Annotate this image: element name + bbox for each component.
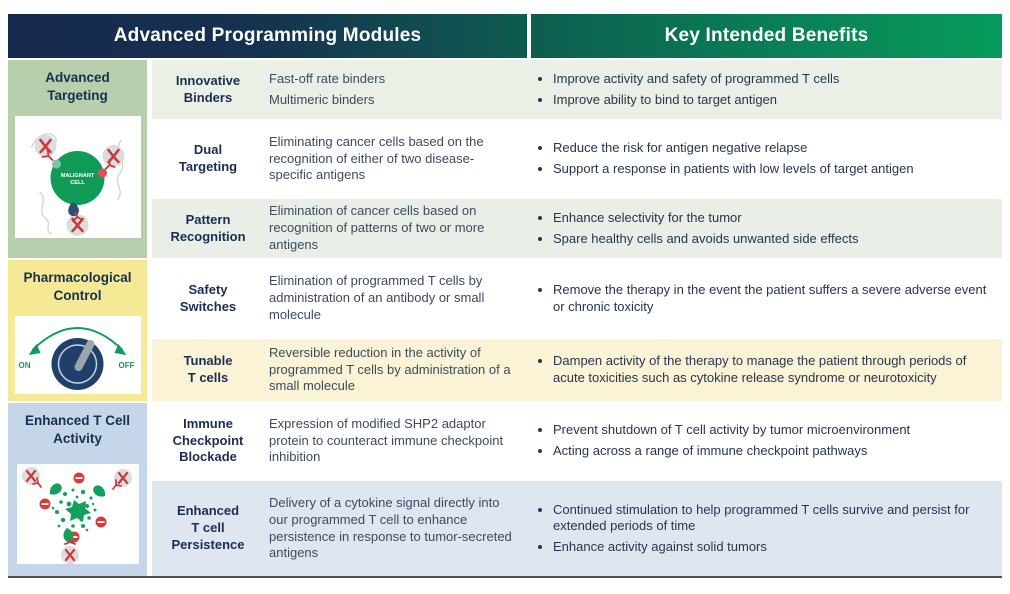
dial-off-label: OFF	[118, 361, 134, 370]
module-name-line: T cells	[187, 370, 229, 385]
module-name-line: Tunable	[183, 353, 233, 369]
module-name: Tunable T cells	[152, 339, 264, 401]
row-safety-switches: Safety Switches Elimination of programme…	[152, 260, 1002, 337]
module-name: Immune Checkpoint Blockade	[152, 403, 264, 479]
benefit-item: Dampen activity of the therapy to manage…	[553, 353, 992, 386]
benefits-cell: Prevent shutdown of T cell activity by t…	[526, 403, 1002, 479]
module-name: Dual Targeting	[152, 121, 264, 197]
dial-on-label: ON	[18, 361, 30, 370]
module-name-line: Recognition	[170, 228, 246, 244]
category-title: Pharmacological Control	[23, 269, 131, 304]
module-name-line: Persistence	[171, 536, 245, 552]
category-title-line: Targeting	[47, 87, 108, 103]
category-title-line: Activity	[53, 430, 102, 446]
description-text: Elimination of cancer cells based on rec…	[269, 203, 485, 252]
category-title: Enhanced T Cell Activity	[25, 412, 130, 447]
module-description: Elimination of cancer cells based on rec…	[264, 199, 526, 258]
module-name-line: Targeting	[178, 159, 238, 174]
benefits-cell: Improve activity and safety of programme…	[526, 60, 1002, 119]
category-title-line: Enhanced T Cell	[24, 413, 131, 428]
benefit-item: Support a response in patients with low …	[553, 161, 914, 178]
row-pattern-recognition: Pattern Recognition Elimination of cance…	[152, 197, 1002, 258]
module-name-line: Enhanced	[176, 503, 240, 519]
module-name-line: Safety	[188, 281, 228, 297]
benefits-cell: Continued stimulation to help programmed…	[526, 481, 1002, 576]
section-pharmacological-control: Pharmacological Control ON OFF	[8, 258, 1002, 401]
row-tunable-t-cells: Tunable T cells Reversible reduction in …	[152, 337, 1002, 401]
benefits-cell: Reduce the risk for antigen negative rel…	[526, 121, 1002, 197]
module-name-line: Innovative	[175, 72, 241, 88]
module-name: Pattern Recognition	[152, 199, 264, 258]
description-text: Expression of modified SHP2 adaptor prot…	[269, 415, 504, 465]
benefits-cell: Remove the therapy in the event the pati…	[526, 260, 1002, 337]
module-description: Fast-off rate binders Multimeric binders	[264, 60, 526, 119]
category-advanced-targeting: Advanced Targeting	[8, 60, 152, 258]
module-description: Reversible reduction in the activity of …	[264, 339, 526, 401]
dial-icon: ON OFF	[15, 316, 140, 395]
section-rows: Innovative Binders Fast-off rate binders…	[152, 60, 1002, 258]
module-name-line: Dual	[193, 142, 223, 158]
benefit-item: Acting across a range of immune checkpoi…	[553, 443, 910, 460]
module-name-line: Blockade	[179, 449, 237, 465]
category-title: Advanced Targeting	[45, 69, 110, 104]
category-title-line: Advanced	[45, 70, 110, 85]
section-advanced-targeting: Advanced Targeting	[8, 58, 1002, 258]
malignant-cell-label-2: CELL	[70, 180, 85, 186]
benefit-item: Improve activity and safety of programme…	[553, 71, 839, 88]
module-description: Elimination of programmed T cells by adm…	[264, 260, 526, 337]
benefit-item: Spare healthy cells and avoids unwanted …	[553, 231, 858, 248]
benefit-item: Remove the therapy in the event the pati…	[553, 282, 992, 315]
header-modules-title: Advanced Programming Modules	[113, 25, 422, 46]
description-text: Reversible reduction in the activity of …	[269, 344, 511, 394]
t-cell-activity-illustration	[16, 464, 139, 565]
benefit-item: Reduce the risk for antigen negative rel…	[553, 140, 914, 157]
module-name-line: Switches	[179, 298, 237, 314]
category-title-line: Pharmacological	[23, 270, 132, 285]
section-rows: Safety Switches Elimination of programme…	[152, 260, 1002, 401]
description-text: Elimination of programmed T cells by adm…	[269, 273, 485, 322]
description-text: Delivery of a cytokine signal directly i…	[269, 494, 512, 561]
module-name-line: Pattern	[185, 211, 231, 227]
header-divider	[527, 14, 531, 58]
description-line: Fast-off rate binders	[269, 70, 386, 86]
category-enhanced-t-cell-activity: Enhanced T Cell Activity	[8, 403, 152, 576]
row-enhanced-t-cell-persistence: Enhanced T cell Persistence Delivery of …	[152, 479, 1002, 576]
benefit-item: Enhance activity against solid tumors	[553, 539, 992, 556]
module-description: Eliminating cancer cells based on the re…	[264, 121, 526, 197]
description-text: Eliminating cancer cells based on the re…	[269, 133, 484, 183]
module-name-line: Checkpoint	[172, 432, 244, 448]
t-cell-activity-icon	[16, 464, 139, 565]
benefits-cell: Enhance selectivity for the tumor Spare …	[526, 199, 1002, 258]
category-title-line: Control	[53, 287, 102, 303]
modules-benefits-table: Advanced Programming Modules Key Intende…	[8, 14, 1002, 578]
malignant-cell-icon: MALIGNANT CELL	[15, 116, 140, 239]
section-enhanced-t-cell-activity: Enhanced T Cell Activity	[8, 401, 1002, 576]
module-description: Expression of modified SHP2 adaptor prot…	[264, 403, 526, 479]
benefit-item: Improve ability to bind to target antige…	[553, 92, 839, 109]
module-name: Innovative Binders	[152, 60, 264, 119]
table-header: Advanced Programming Modules Key Intende…	[8, 14, 1002, 58]
row-innovative-binders: Innovative Binders Fast-off rate binders…	[152, 60, 1002, 119]
module-name: Enhanced T cell Persistence	[152, 481, 264, 576]
module-name-line: Immune	[183, 415, 233, 431]
benefit-item: Prevent shutdown of T cell activity by t…	[553, 422, 910, 439]
module-name: Safety Switches	[152, 260, 264, 337]
section-rows: Immune Checkpoint Blockade Expression of…	[152, 403, 1002, 576]
module-name-line: Binders	[183, 89, 233, 105]
malignant-cell-label-1: MALIGNANT	[60, 173, 94, 179]
on-off-dial-illustration: ON OFF	[14, 316, 141, 395]
header-benefits-title: Key Intended Benefits	[664, 25, 869, 46]
benefits-cell: Dampen activity of the therapy to manage…	[526, 339, 1002, 401]
malignant-cell-illustration: MALIGNANT CELL	[14, 116, 141, 239]
benefit-item: Enhance selectivity for the tumor	[553, 210, 858, 227]
module-description: Delivery of a cytokine signal directly i…	[264, 481, 526, 576]
module-name-line: T cell	[191, 520, 225, 536]
category-pharmacological-control: Pharmacological Control ON OFF	[8, 260, 152, 401]
row-dual-targeting: Dual Targeting Eliminating cancer cells …	[152, 119, 1002, 197]
benefit-item: Continued stimulation to help programmed…	[553, 502, 992, 535]
row-immune-checkpoint-blockade: Immune Checkpoint Blockade Expression of…	[152, 403, 1002, 479]
description-line: Multimeric binders	[269, 91, 375, 107]
